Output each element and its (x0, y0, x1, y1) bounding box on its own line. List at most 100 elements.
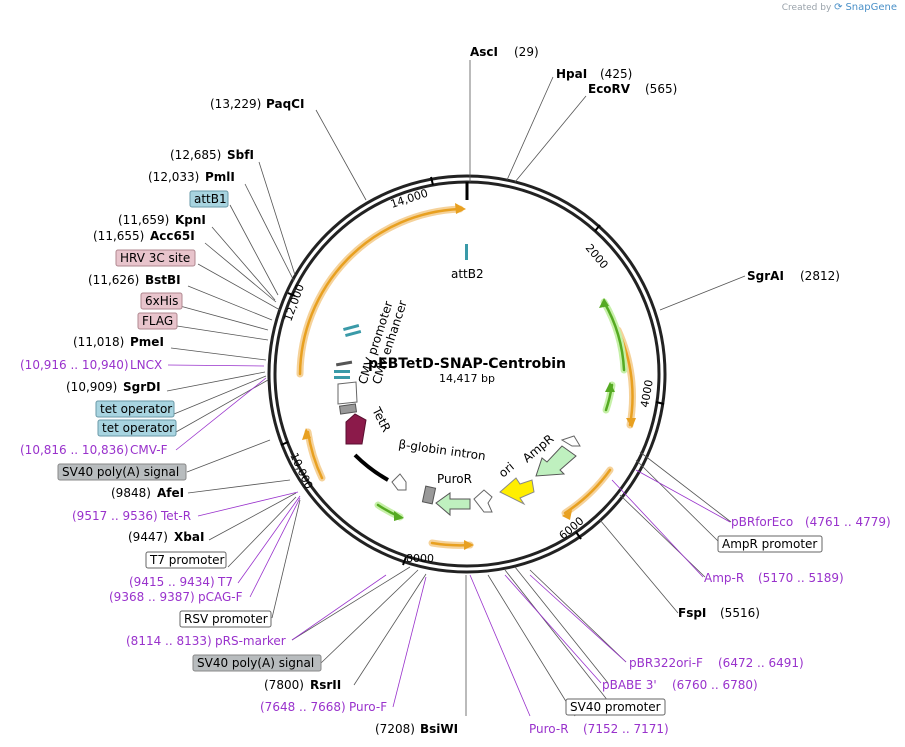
purof-pos: (7648 .. 7668) (260, 700, 346, 714)
prsmarker-name: pRS-marker (215, 634, 286, 648)
bsiwi-pos: (7208) (375, 722, 415, 736)
attb2-label: attB2 (451, 267, 484, 281)
attb1-box: attB1 (194, 192, 227, 206)
white-arrow-ori (473, 489, 493, 513)
puror-arrow (435, 492, 471, 517)
small-feature-bars (334, 323, 362, 415)
small-white-arrow (391, 473, 407, 491)
rsrii-name: RsrII (310, 678, 341, 692)
sv40prom-box: SV40 promoter (570, 700, 661, 714)
bstbi-name: BstBI (145, 273, 181, 287)
green-features (374, 298, 628, 521)
fspi-pos: (5516) (720, 606, 760, 620)
snapgene-credit: Created by ⟳ SnapGene (782, 2, 897, 13)
leader-lines (166, 60, 746, 717)
pmli-pos: (12,033) (148, 170, 199, 184)
pmei-pos: (11,018) (73, 335, 124, 349)
puror-label: PuroR (437, 472, 472, 486)
acc65i-name: Acc65I (150, 229, 195, 243)
pbr322orif-name: pBR322ori-F (629, 656, 703, 670)
fspi-name: FspI (678, 606, 706, 620)
green-arrowheads (394, 298, 615, 521)
plasmid-size: 14,417 bp (439, 372, 495, 385)
orange-arrowheads (302, 203, 636, 550)
tetr-primer-name: Tet-R (160, 509, 191, 523)
ori-label: ori (496, 460, 517, 481)
rsvprom-box: RSV promoter (184, 612, 268, 626)
xbai-pos: (9447) (128, 530, 168, 544)
hrv3c-box: HRV 3C site (120, 251, 190, 265)
credit-brand: SnapGene (845, 2, 897, 13)
acc65i-pos: (11,655) (93, 229, 144, 243)
rsrii-pos: (7800) (264, 678, 304, 692)
ampr-promoter-arrow (560, 435, 581, 447)
his6-box: 6xHis (145, 294, 178, 308)
bstbi-pos: (11,626) (88, 273, 139, 287)
sgrdi-pos: (10,909) (66, 380, 117, 394)
primer-leader-lines (167, 364, 731, 717)
ampr-arrow (535, 445, 577, 477)
pbrforeco-pos: (4761 .. 4779) (805, 515, 891, 529)
pcagf-name: pCAG-F (198, 590, 243, 604)
pbabe3-name: pBABE 3' (602, 678, 657, 692)
credit-prefix: Created by (781, 3, 832, 13)
tick-4000: 4000 (638, 379, 656, 409)
hpai-name: HpaI (556, 67, 587, 81)
inner-feature-labels: CMV promoter CMV enhancer TetR β-globin … (356, 299, 557, 486)
puror-primer-pos: (7152 .. 7171) (583, 722, 669, 736)
bsiwi-name: BsiWI (420, 722, 458, 736)
plasmid-name: pEBTetD-SNAP-Centrobin (368, 356, 566, 372)
xbai-name: XbaI (174, 530, 204, 544)
attb2-mark (465, 244, 468, 260)
prsmarker-pos: (8114 .. 8133) (126, 634, 212, 648)
pmli-name: PmlI (205, 170, 235, 184)
tetr-arrow (345, 413, 367, 445)
feature-boxes: attB1 HRV 3C site 6xHis FLAG tet operato… (57, 190, 823, 716)
asci-pos: (29) (514, 45, 539, 59)
sgrdi-name: SgrDI (123, 380, 161, 394)
black-feature-arc (353, 453, 389, 482)
pbr322orif-pos: (6472 .. 6491) (718, 656, 804, 670)
pbrforeco-name: pBRforEco (731, 515, 793, 529)
tetop2-box: tet operator (102, 421, 174, 435)
asci-name: AscI (470, 45, 498, 59)
pbabe3-pos: (6760 .. 6780) (672, 678, 758, 692)
pmei-name: PmeI (130, 335, 164, 349)
t7prom-box: T7 promoter (149, 553, 225, 567)
cmv-enhancer-arrow (337, 381, 358, 405)
ecorv-name: EcoRV (588, 82, 631, 96)
sv40pa1-box: SV40 poly(A) signal (62, 465, 179, 479)
purof-name: Puro-F (349, 700, 387, 714)
sgrai-pos: (2812) (800, 269, 840, 283)
gray-feature (421, 485, 437, 505)
scale-ticks (280, 176, 665, 566)
sbfi-pos: (12,685) (170, 148, 221, 162)
flag-box: FLAG (142, 314, 173, 328)
tetr-label: TetR (369, 404, 394, 434)
lncx-name: LNCX (130, 358, 162, 372)
paqci-name: PaqCI (266, 97, 304, 111)
sbfi-name: SbfI (227, 148, 254, 162)
backbone-outer (267, 174, 667, 574)
hpai-pos: (425) (600, 67, 632, 81)
tetr-primer-pos: (9517 .. 9536) (72, 509, 158, 523)
sv40pa2-box: SV40 poly(A) signal (197, 656, 314, 670)
cmvf-name: CMV-F (130, 443, 168, 457)
sgrai-name: SgrAI (747, 269, 784, 283)
tick-8000: 8000 (406, 552, 434, 565)
pcagf-pos: (9368 .. 9387) (109, 590, 195, 604)
paqci-pos: (13,229) (210, 97, 261, 111)
ampr-primer-name: Amp-R (704, 571, 744, 585)
primer-labels: (10,916 .. 10,940) LNCX (10,816 .. 10,83… (20, 358, 891, 736)
snapgene-logo: ⟳ (834, 2, 843, 13)
tick-2000: 2000 (583, 242, 611, 272)
ori-arrow (499, 477, 535, 506)
afei-pos: (9848) (111, 486, 151, 500)
amprprom-box: AmpR promoter (722, 537, 817, 551)
t7-name: T7 (217, 575, 233, 589)
enzyme-labels: AscI (29) HpaI (425) EcoRV (565) (13,229… (66, 45, 840, 736)
lncx-pos: (10,916 .. 10,940) (20, 358, 129, 372)
ampr-primer-pos: (5170 .. 5189) (758, 571, 844, 585)
afei-name: AfeI (157, 486, 184, 500)
